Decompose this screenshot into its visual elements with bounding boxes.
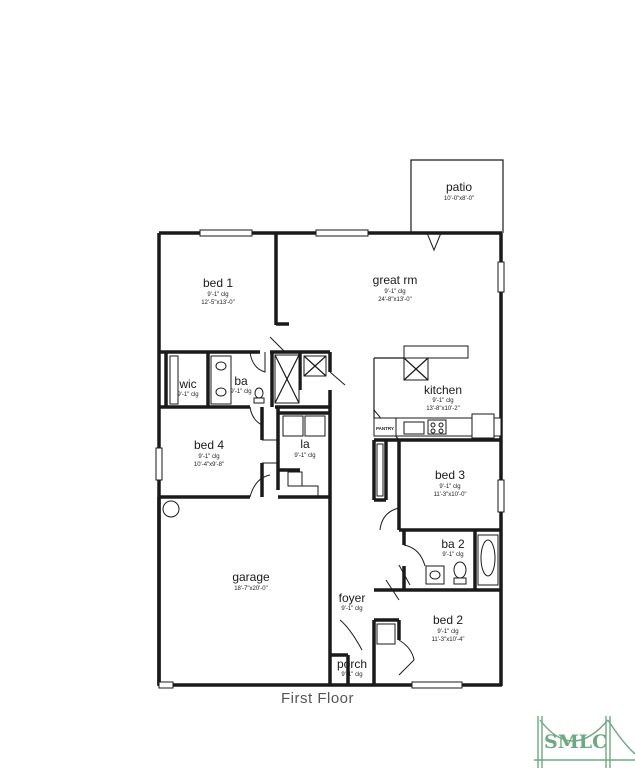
room-bed-1: bed 1 9'-1" clg 12'-5"x13'-0": [201, 276, 235, 306]
interior-walls: [157, 233, 501, 685]
la-name: la: [300, 437, 310, 451]
bed3-clg: 9'-1" clg: [439, 484, 460, 490]
bed4-size: 10'-4"x9'-8": [194, 462, 224, 468]
porch-name: porch: [337, 657, 367, 671]
door-swings: [249, 232, 442, 676]
windows: [155, 229, 505, 689]
garage-name: garage: [232, 570, 270, 584]
bed2-name: bed 2: [433, 613, 463, 627]
room-bed-2: bed 2 9'-1" clg 11'-3"x10'-4": [431, 613, 464, 643]
room-garage: garage 18'-7"x20'-0": [232, 570, 270, 592]
greatrm-clg: 9'-1" clg: [384, 289, 405, 295]
foyer-name: foyer: [339, 591, 366, 605]
bed1-clg: 9'-1" clg: [207, 292, 228, 298]
foyer-clg: 9'-1" clg: [341, 606, 362, 612]
room-bed-4: bed 4 9'-1" clg 10'-4"x9'-8": [194, 438, 224, 468]
bed3-name: bed 3: [435, 468, 465, 482]
patio-outline: [410, 159, 504, 233]
room-porch: porch 9'-1" clg: [337, 657, 367, 678]
bed4-name: bed 4: [194, 438, 224, 452]
room-patio: patio 10'-0"x8'-0": [444, 180, 474, 202]
room-la: la 9'-1" clg: [294, 437, 315, 459]
ba2-clg: 9'-1" clg: [442, 552, 463, 558]
kitchen-name: kitchen: [424, 383, 462, 397]
ba-name: ba: [234, 374, 248, 388]
room-great-rm: great rm 9'-1" clg 24'-8"x13'-0": [373, 273, 418, 303]
pantry-label: PANTRY: [376, 426, 394, 431]
floor-caption: First Floor: [281, 690, 354, 707]
bridge-icon: [534, 716, 635, 768]
garage-size: 18'-7"x20'-0": [234, 586, 268, 592]
bed1-name: bed 1: [203, 276, 233, 290]
bed4-clg: 9'-1" clg: [198, 454, 219, 460]
ba-clg: 9'-1" clg: [230, 389, 251, 395]
kitchen-size: 13'-8"x10'-2": [426, 406, 460, 412]
bed2-clg: 9'-1" clg: [437, 629, 458, 635]
porch-clg: 9'-1" clg: [341, 672, 362, 678]
fixtures: [162, 345, 502, 645]
kitchen-clg: 9'-1" clg: [432, 398, 453, 404]
patio-name: patio: [446, 180, 472, 194]
la-clg: 9'-1" clg: [294, 453, 315, 459]
room-foyer: foyer 9'-1" clg: [339, 591, 366, 612]
bed3-size: 11'-3"x10'-0": [433, 492, 466, 498]
ba2-name: ba 2: [441, 537, 465, 551]
wic-name: wic: [178, 377, 196, 391]
room-bed-3: bed 3 9'-1" clg 11'-3"x10'-0": [433, 468, 466, 498]
patio-size: 10'-0"x8'-0": [444, 196, 474, 202]
greatrm-size: 24'-8"x13'-0": [378, 297, 412, 303]
smlc-logo: SMLC: [534, 716, 635, 768]
bed1-size: 12'-5"x13'-0": [201, 300, 235, 306]
logo-text: SMLC: [544, 731, 607, 753]
wic-clg: 9'-1" clg: [177, 392, 198, 398]
room-ba-2: ba 2 9'-1" clg: [441, 537, 465, 558]
room-wic: wic 9'-1" clg: [177, 377, 198, 398]
room-kitchen: kitchen 9'-1" clg 13'-8"x10'-2" PANTRY: [376, 383, 462, 431]
room-ba: ba 9'-1" clg: [230, 374, 251, 395]
bed2-size: 11'-3"x10'-4": [431, 637, 464, 643]
greatrm-name: great rm: [373, 273, 418, 287]
